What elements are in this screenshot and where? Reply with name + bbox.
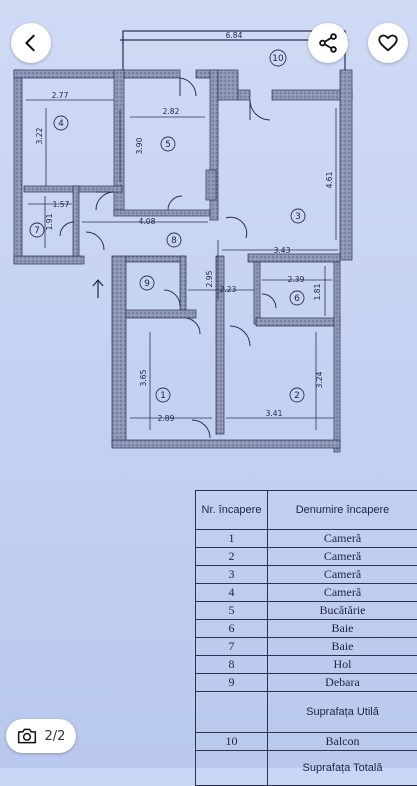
room-nr: 4 — [196, 584, 268, 602]
dim-hall-small-width: 2.23 — [220, 285, 237, 294]
room-number-7: 7 — [34, 226, 40, 236]
pager-label: 2/2 — [45, 729, 66, 744]
header-room-number: Nr. încapere — [196, 491, 268, 530]
room-nr: 7 — [196, 638, 268, 656]
favorite-button[interactable] — [368, 23, 408, 63]
dim-room4-width: 2.77 — [52, 91, 69, 100]
dim-room2-height: 3.24 — [315, 371, 324, 388]
share-button[interactable] — [308, 23, 348, 63]
dim-room2-width: 3.41 — [266, 409, 283, 418]
dim-room3-width: 3.43 — [274, 246, 291, 255]
dim-room6-width: 2.39 — [288, 275, 305, 284]
dim-room6-height: 1.81 — [313, 283, 322, 300]
dim-room5-width: 2.82 — [163, 107, 180, 116]
room-nr: 3 — [196, 566, 268, 584]
header-room-name: Denumire încapere — [268, 491, 417, 530]
room-nr: 10 — [196, 733, 268, 751]
room-nr: 5 — [196, 602, 268, 620]
back-button[interactable] — [11, 23, 51, 63]
camera-icon — [17, 727, 37, 745]
dim-hall-width: 4.08 — [139, 217, 156, 226]
room-name: Baie — [268, 638, 417, 656]
heart-icon — [377, 32, 399, 54]
table-header-row: Nr. încapere Denumire încapere — [196, 491, 417, 530]
room-name: Hol — [268, 656, 417, 674]
room-nr: 6 — [196, 620, 268, 638]
dim-room5-height: 3.90 — [135, 137, 144, 154]
dim-room1-width: 2.89 — [158, 414, 175, 423]
dim-room1-height: 3.65 — [139, 369, 148, 386]
dim-room4-height: 3.22 — [35, 127, 44, 144]
room-name: Cameră — [268, 566, 417, 584]
room-number-4: 4 — [58, 119, 64, 129]
room-number-10: 10 — [272, 54, 284, 64]
room-name: Cameră — [268, 548, 417, 566]
total-area-row: Suprafața Totală — [196, 751, 417, 786]
room-number-9: 9 — [144, 279, 150, 289]
room-number-1: 1 — [160, 391, 166, 401]
room-number-8: 8 — [171, 236, 177, 246]
room-nr: 8 — [196, 656, 268, 674]
room-name: Debara — [268, 674, 417, 692]
room-nr: 1 — [196, 530, 268, 548]
room-nr: 9 — [196, 674, 268, 692]
share-icon — [317, 32, 339, 54]
dim-room7-height: 1.91 — [45, 213, 54, 230]
room-name: Bucătărie — [268, 602, 417, 620]
room-number-5: 5 — [165, 140, 171, 150]
total-area-label: Suprafața Totală — [268, 751, 417, 786]
room-name: Baie — [268, 620, 417, 638]
dim-room3-height: 4.61 — [325, 171, 334, 188]
dim-balcony-width: 6.84 — [226, 31, 243, 40]
dim-hall-height: 2.95 — [205, 270, 214, 287]
floor-plan: 1 2 3 4 5 6 7 8 9 10 6.84 2.77 3.22 2.82… — [0, 0, 417, 480]
dim-room7-width: 1.57 — [53, 200, 70, 209]
room-nr: 2 — [196, 548, 268, 566]
useful-area-row: Suprafața Utilă — [196, 692, 417, 733]
entrance-arrow-icon — [93, 280, 103, 298]
room-number-3: 3 — [295, 212, 301, 222]
room-name: Cameră — [268, 584, 417, 602]
arrow-left-icon — [20, 32, 42, 54]
room-name: Cameră — [268, 530, 417, 548]
image-pager[interactable]: 2/2 — [6, 719, 76, 753]
room-number-6: 6 — [294, 294, 300, 304]
useful-area-label: Suprafața Utilă — [268, 692, 417, 733]
room-number-2: 2 — [294, 391, 300, 401]
room-name: Balcon — [268, 733, 417, 751]
